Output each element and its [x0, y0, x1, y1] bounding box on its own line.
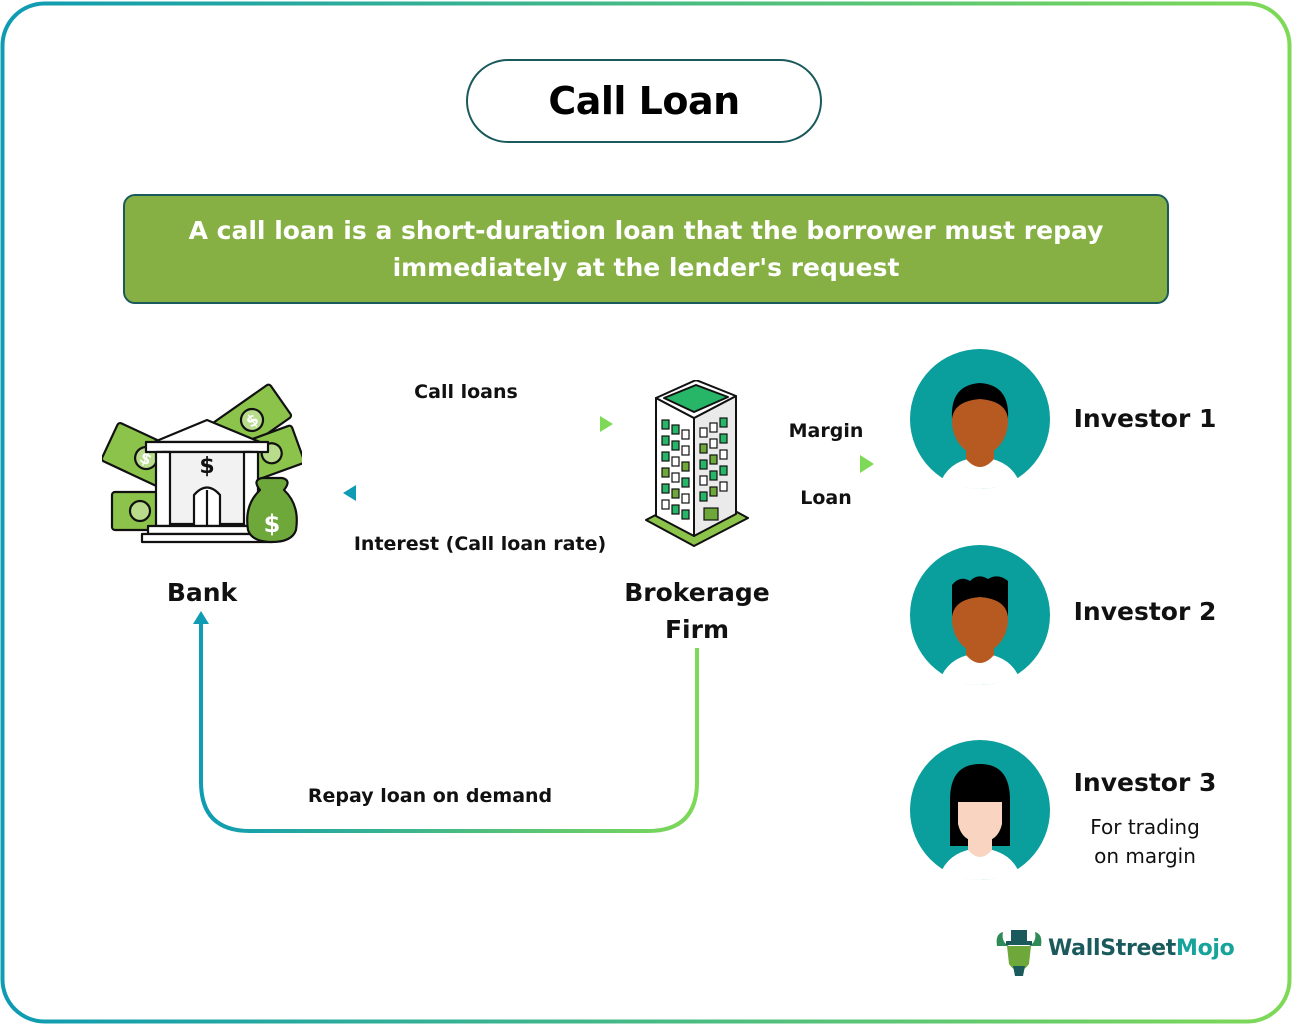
investor-3-note-line2: on margin	[1094, 844, 1196, 868]
repay-loop-arrow	[193, 611, 699, 833]
bank-with-money-icon: $ $ $ $	[102, 383, 302, 544]
investor-3-note-line1: For trading	[1090, 815, 1200, 839]
call-loans-arrow	[344, 416, 613, 432]
interest-label: Interest (Call loan rate)	[353, 533, 607, 555]
loan-label: Loan	[800, 487, 852, 509]
brokerage-label-line1: Brokerage	[624, 578, 770, 607]
bull-logo-icon	[996, 930, 1042, 976]
svg-text:$: $	[264, 510, 281, 538]
interest-arrow	[343, 485, 612, 501]
male-avatar-icon	[910, 349, 1050, 489]
page-title: Call Loan	[548, 79, 740, 123]
brand-part2: Mojo	[1175, 936, 1235, 961]
brand-name: WallStreetMojo	[1048, 936, 1235, 961]
male-avatar-icon	[910, 545, 1050, 685]
repay-label: Repay loan on demand	[307, 785, 553, 807]
title-pill: Call Loan	[466, 59, 822, 143]
investor-1-label: Investor 1	[1073, 404, 1217, 433]
margin-loan-arrow	[779, 455, 874, 473]
bank-label: Bank	[166, 578, 238, 607]
investor-3-label: Investor 3	[1073, 768, 1217, 797]
definition-text: A call loan is a short-duration loan tha…	[188, 216, 1104, 282]
margin-label: Margin	[788, 420, 864, 442]
call-loans-label: Call loans	[414, 381, 518, 403]
brokerage-label-line2: Firm	[664, 615, 730, 644]
svg-text:$: $	[199, 454, 214, 479]
investor-2-label: Investor 2	[1073, 597, 1217, 626]
definition-box: A call loan is a short-duration loan tha…	[123, 194, 1169, 304]
office-building-icon	[645, 380, 749, 547]
female-avatar-icon	[910, 740, 1050, 880]
brand-part1: WallStreet	[1048, 936, 1176, 961]
